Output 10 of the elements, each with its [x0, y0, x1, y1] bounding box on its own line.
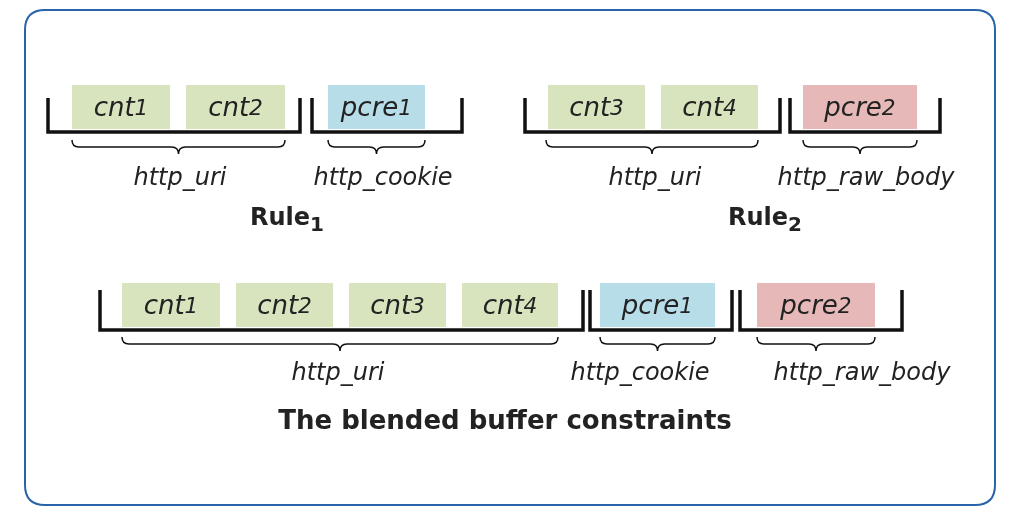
- buffer-name: http_raw_body: [773, 358, 951, 386]
- buffer-name: http_uri: [133, 163, 227, 191]
- buffer-name: http_cookie: [570, 358, 710, 386]
- diagram-caption: The blended buffer constraints: [278, 405, 732, 435]
- buffer-name: http_raw_body: [777, 163, 955, 191]
- rule-title: Rule$_{1}$: [250, 203, 324, 236]
- buffer-name: http_cookie: [313, 163, 453, 191]
- rule-title: Rule$_{2}$: [728, 203, 802, 236]
- buffer-name: http_uri: [608, 163, 702, 191]
- buffer-name: http_uri: [291, 358, 385, 386]
